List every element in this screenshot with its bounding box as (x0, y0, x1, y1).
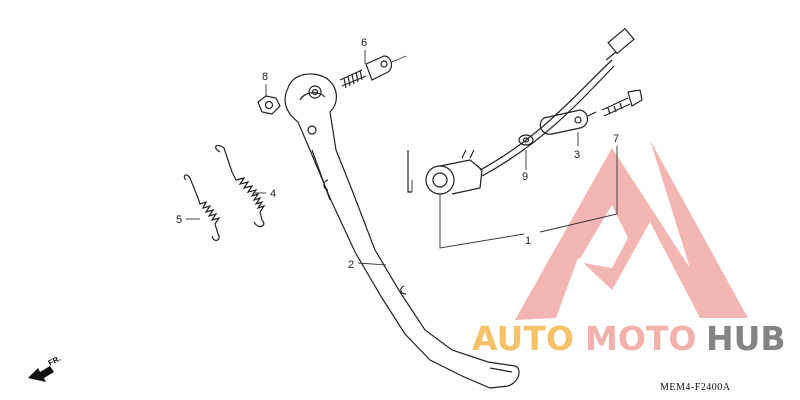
callout-3: 3 (574, 149, 580, 161)
pivot-bolt (339, 55, 407, 89)
callout-1: 1 (525, 235, 531, 247)
switch-bolt (601, 89, 643, 117)
arrow-icon (28, 366, 54, 382)
watermark-auto: AUTO (472, 319, 574, 358)
callout-8: 8 (262, 71, 268, 83)
callout-4: 4 (270, 188, 276, 200)
front-direction-marker: FR. (28, 354, 62, 382)
washer (518, 134, 534, 146)
watermark-text: AUTO MOTO HUB (472, 319, 786, 358)
switch-plate (539, 109, 597, 135)
callout-2: 2 (348, 259, 354, 271)
nut (257, 95, 281, 115)
fr-label: FR. (47, 354, 63, 368)
diagram-code: MEM4-F2400A (660, 382, 731, 393)
outer-spring (215, 144, 266, 228)
inner-spring (183, 174, 221, 242)
side-stand-switch (407, 27, 635, 195)
leader-lines (186, 50, 618, 266)
side-stand (284, 73, 520, 389)
callout-9: 9 (522, 171, 528, 183)
callout-6: 6 (361, 37, 367, 49)
watermark-logo (515, 140, 748, 320)
watermark-hub: HUB (706, 319, 786, 358)
callout-5: 5 (176, 214, 182, 226)
watermark-moto: MOTO (585, 319, 696, 358)
callout-7: 7 (613, 133, 619, 145)
